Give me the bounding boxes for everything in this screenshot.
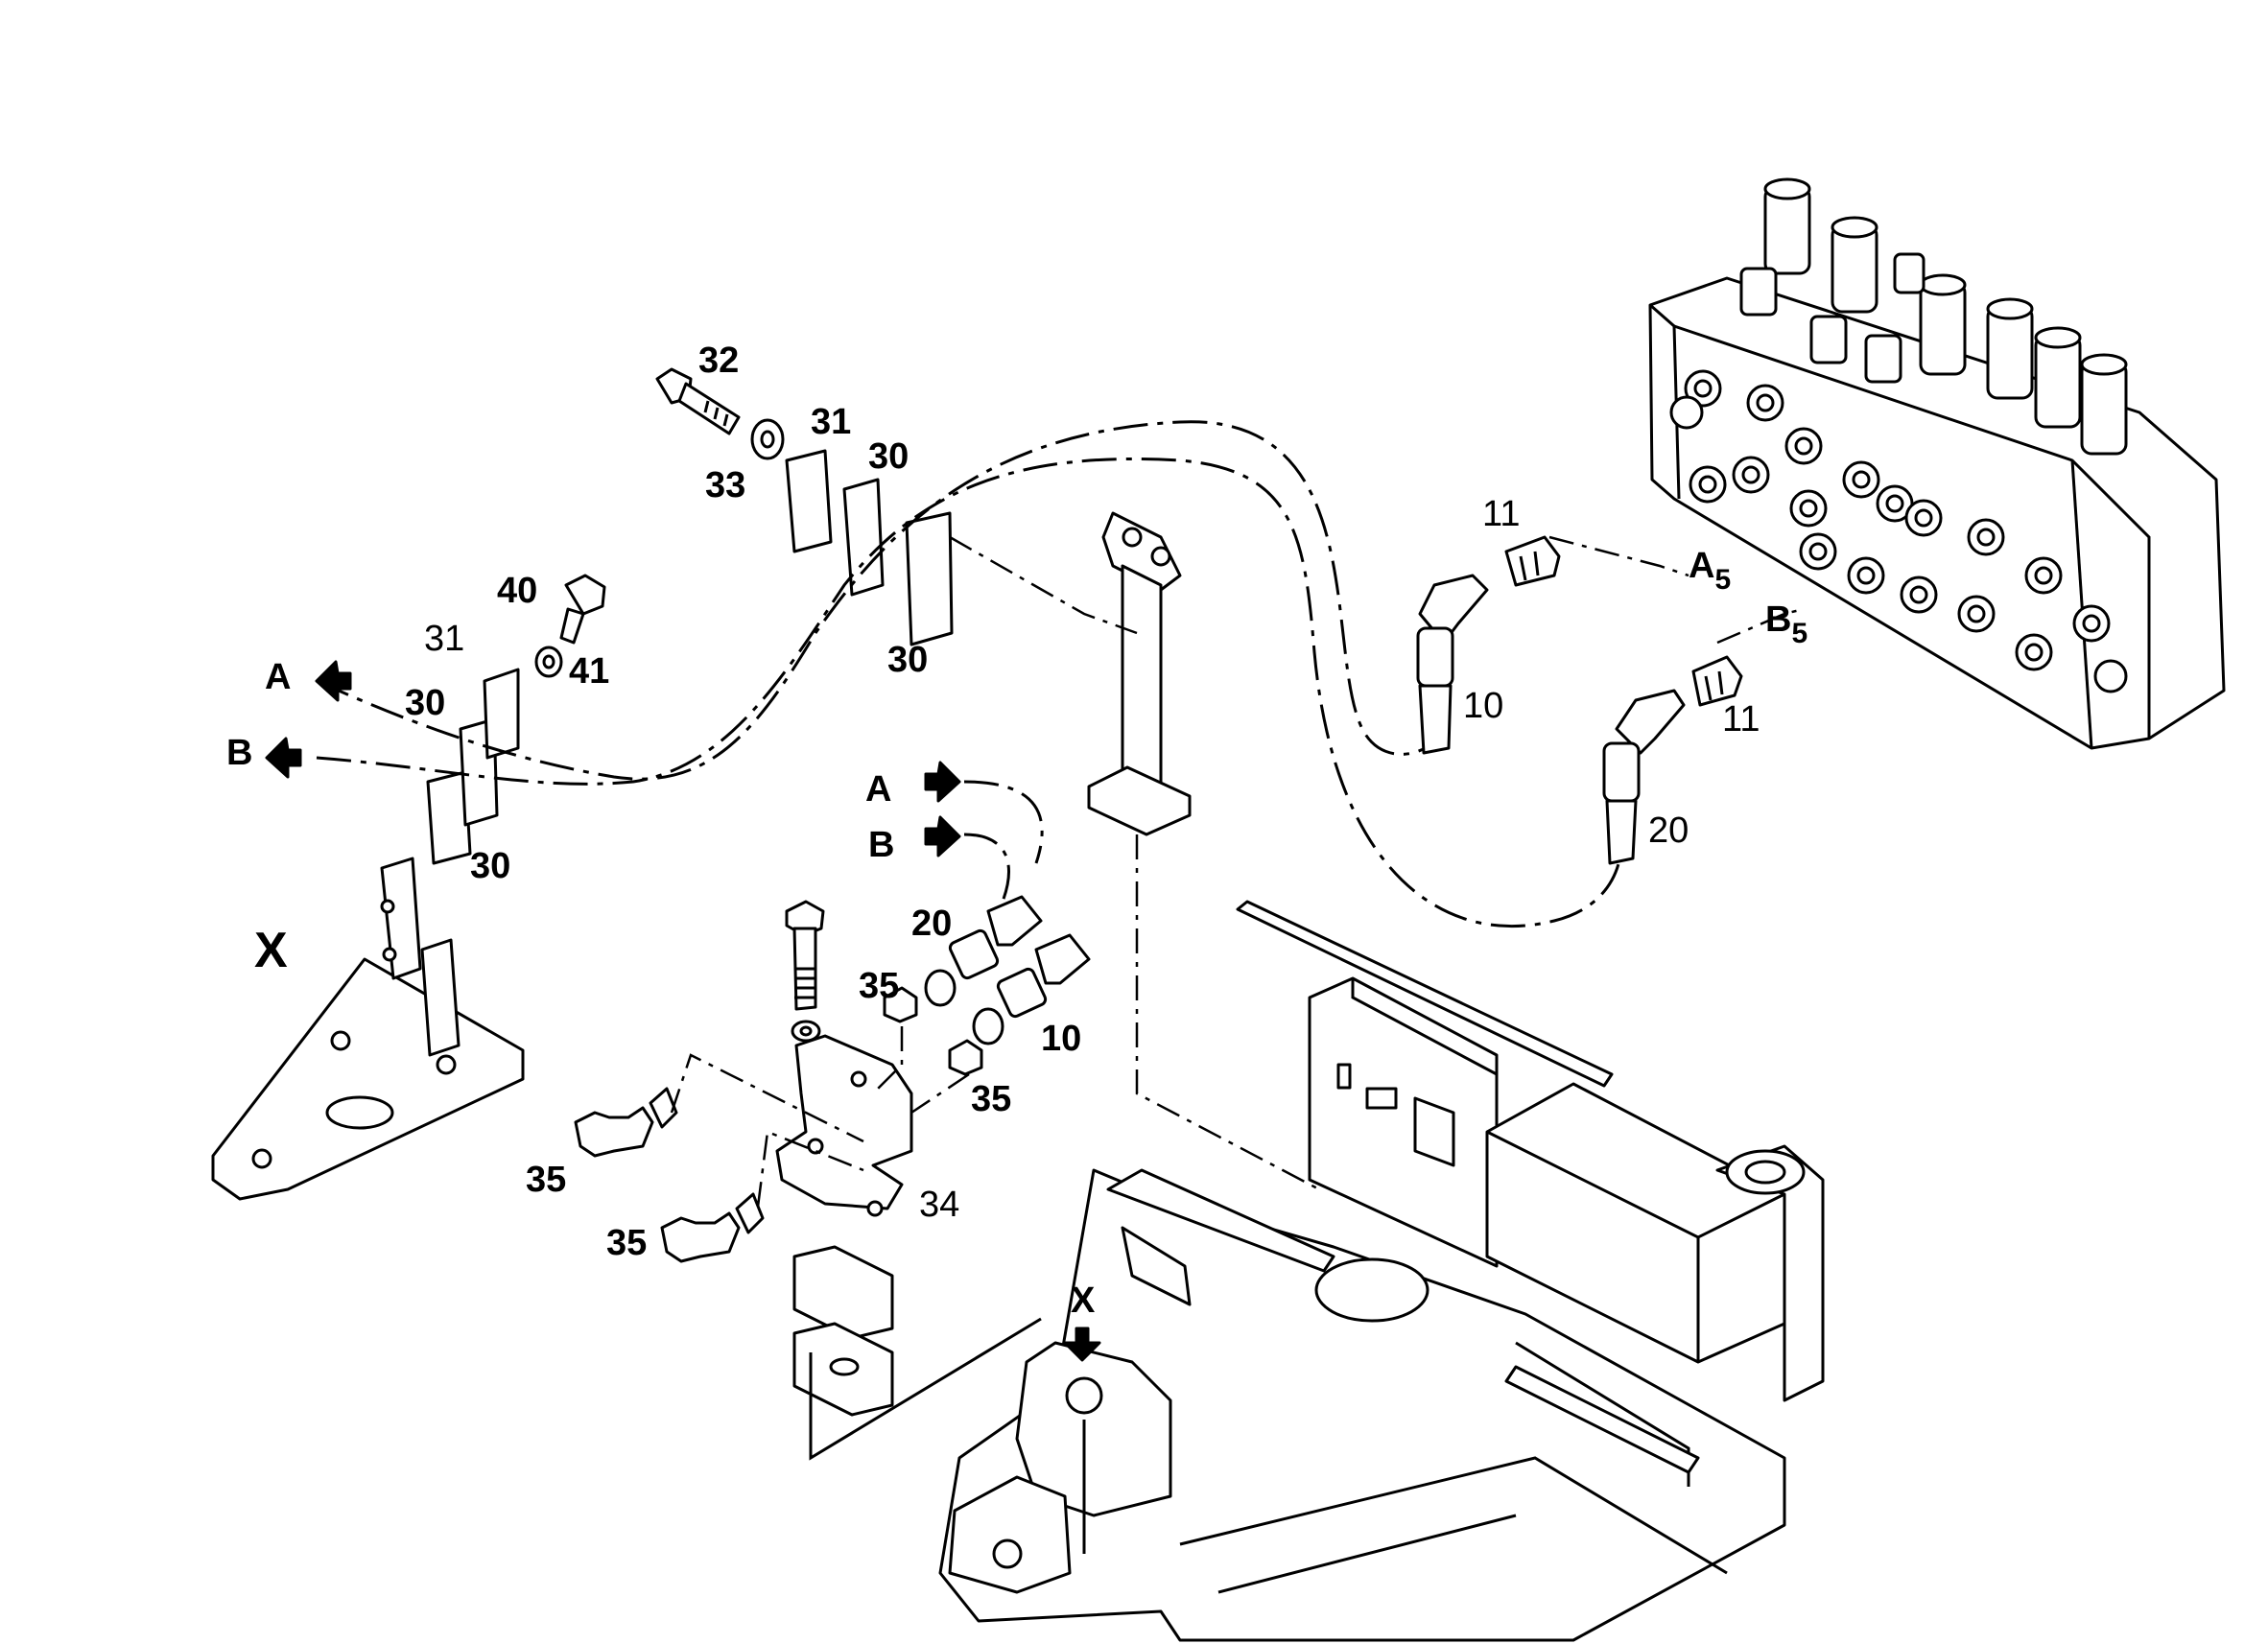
mounting-bracket-x: [211, 668, 525, 1201]
callout-31: 31: [424, 619, 464, 659]
callout-30: 30: [887, 640, 928, 680]
callout-40: 40: [497, 571, 537, 611]
detail-x-label: X: [254, 923, 288, 978]
arrow-a-mid: [924, 761, 961, 803]
callout-20: 20: [911, 904, 952, 944]
marker-b: B: [226, 733, 252, 773]
callout-33: 33: [705, 465, 745, 505]
hose-10-upper: [1416, 574, 1489, 755]
callout-labels: 32 33 31 30 30 40 41 31 30 30 A B X A B …: [226, 341, 1807, 1321]
callout-35: 35: [526, 1160, 566, 1200]
callout-10: 10: [1041, 1019, 1081, 1059]
port-a5-label: A5: [1689, 546, 1731, 596]
callout-30: 30: [405, 683, 445, 723]
callout-34: 34: [919, 1185, 959, 1225]
callout-20: 20: [1648, 810, 1689, 851]
port-b5-label: B5: [1765, 599, 1807, 649]
callout-11: 11: [1482, 494, 1520, 534]
arrow-b-mid: [924, 815, 961, 857]
callout-32: 32: [698, 341, 739, 381]
marker-a: A: [265, 657, 291, 697]
hose-20-lower: [924, 895, 1043, 1007]
callout-35: 35: [859, 966, 899, 1006]
hose-routes: [316, 420, 1805, 928]
hose-20-upper: [1602, 689, 1686, 865]
callout-35: 35: [606, 1223, 647, 1263]
arrow-x-down: [1063, 1327, 1101, 1362]
fitting-11-lower: [1691, 655, 1743, 707]
upper-clamp-assembly: [534, 367, 954, 678]
machine-frame: [938, 900, 1825, 1642]
hose-10-lower: [972, 933, 1091, 1045]
marker-a: A: [865, 769, 891, 810]
support-post: [1087, 511, 1320, 1191]
direction-arrows: [265, 660, 1101, 1362]
callout-30: 30: [868, 436, 909, 477]
callout-31: 31: [811, 402, 851, 442]
callout-35: 35: [971, 1079, 1011, 1119]
port-fittings: [1669, 369, 2128, 693]
callout-30: 30: [470, 846, 510, 886]
control-valve-block: [1648, 177, 2226, 750]
arrow-b-left: [265, 737, 302, 779]
callout-10: 10: [1463, 686, 1503, 726]
callout-41: 41: [569, 651, 609, 692]
solenoid-caps: [1739, 177, 2128, 456]
fitting-11-upper: [1504, 535, 1561, 587]
arrow-a-left: [315, 660, 352, 702]
bracket-34: [574, 900, 1042, 1461]
detail-x-marker: X: [1071, 1280, 1096, 1321]
callout-11: 11: [1722, 699, 1760, 740]
marker-b: B: [868, 825, 894, 865]
